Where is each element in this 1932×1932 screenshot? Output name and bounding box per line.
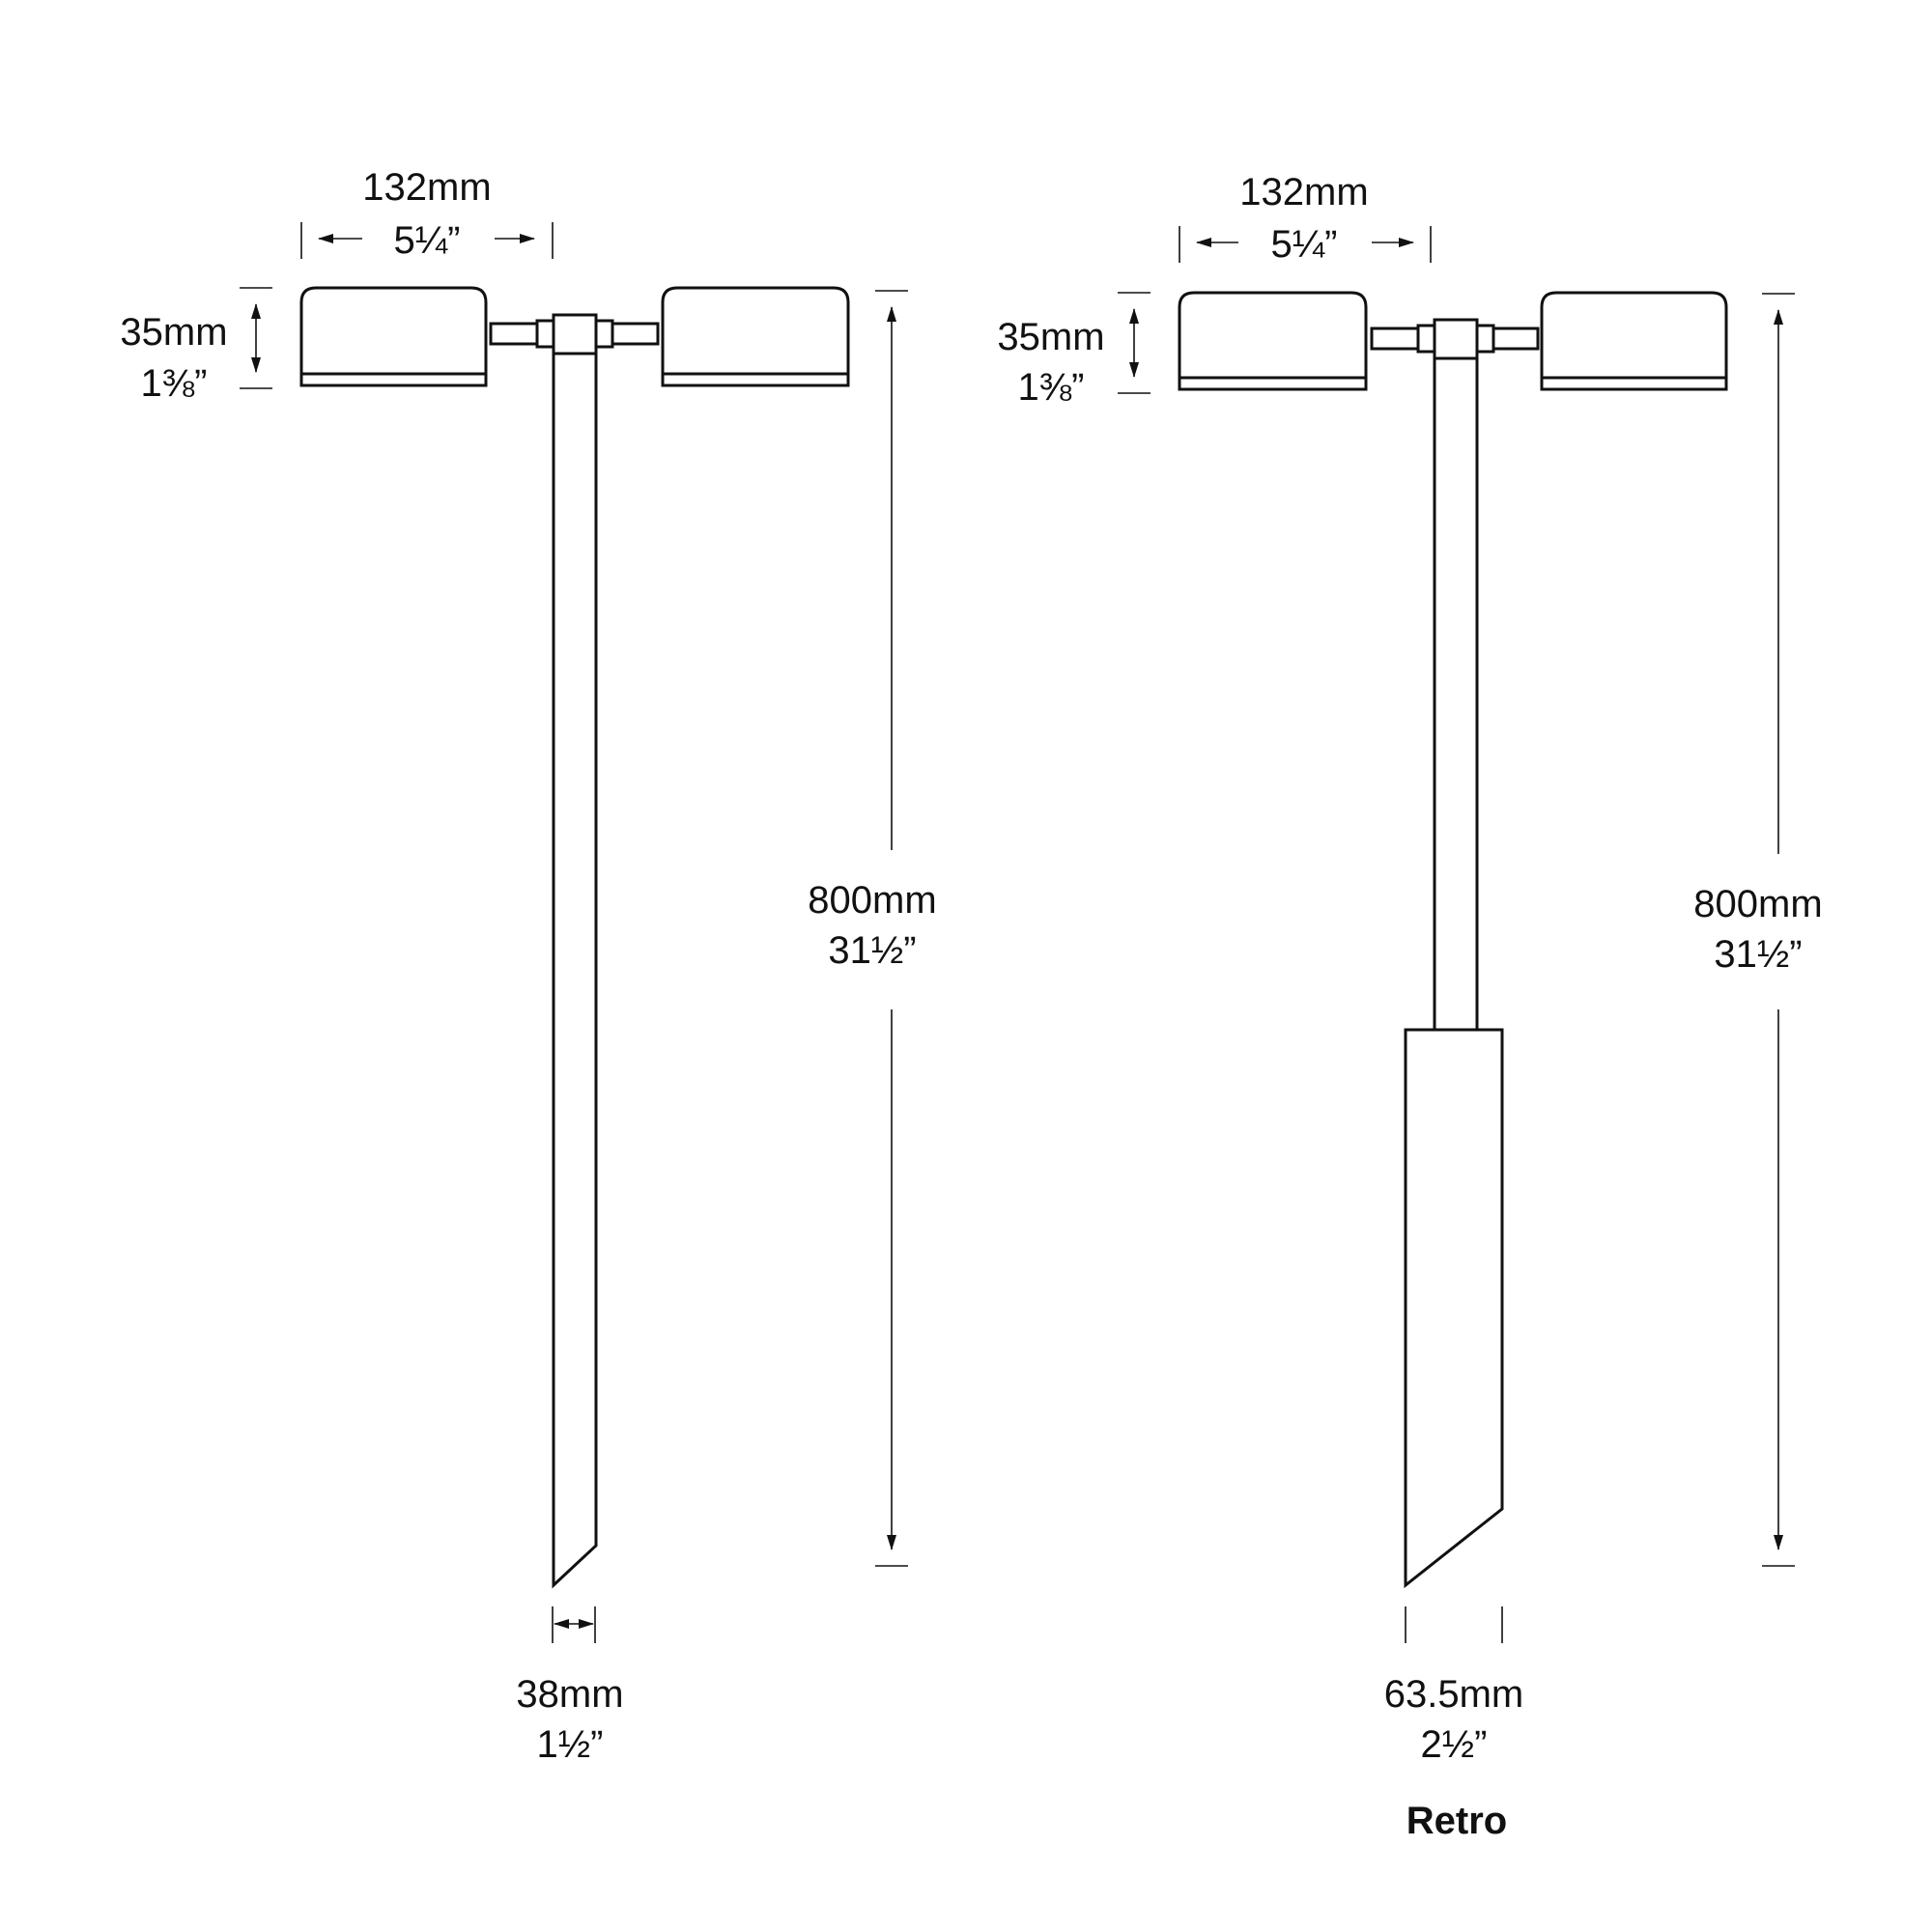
standard-overall-height-mm: 800mm xyxy=(808,879,936,922)
standard-stem-width-in: 1½” xyxy=(537,1723,604,1766)
standard-head-height-mm: 35mm xyxy=(120,311,227,354)
standard-overall-height-in: 31½” xyxy=(828,929,916,972)
standard-right-lamp-head xyxy=(661,286,850,387)
retro-stem-width-dimension: 63.5mm 2½” xyxy=(1384,1606,1524,1766)
standard-stem-width-mm: 38mm xyxy=(516,1673,623,1716)
retro-stem-width-in: 2½” xyxy=(1421,1723,1488,1766)
standard-head-height-dimension: 35mm 1⅜” xyxy=(120,287,272,405)
retro-fixture-view: 132mm 5¼” 35mm 1⅜” 800mm 31½” 63.5mm 2½” xyxy=(997,171,1822,1842)
standard-head-width-dimension: 132mm 5¼” xyxy=(300,166,554,262)
retro-hub xyxy=(1433,318,1479,360)
standard-hub xyxy=(552,313,598,355)
retro-caption: Retro xyxy=(1406,1800,1507,1842)
retro-right-lamp-head xyxy=(1540,291,1728,391)
retro-head-width-in: 5¼” xyxy=(1271,223,1338,266)
standard-head-width-in: 5¼” xyxy=(394,219,461,262)
retro-left-lamp-head xyxy=(1178,291,1368,391)
retro-sleeve xyxy=(1404,1028,1504,1589)
retro-connector-arms xyxy=(1370,324,1540,354)
standard-overall-height-dimension: 800mm 31½” xyxy=(808,290,937,1567)
retro-stem-width-mm: 63.5mm xyxy=(1384,1673,1524,1716)
standard-stem-width-dimension: 38mm 1½” xyxy=(516,1606,624,1766)
standard-head-height-in: 1⅜” xyxy=(141,362,208,405)
standard-fixture-view: 132mm 5¼” 35mm 1⅜” 800mm 31½” 38mm 1½” xyxy=(120,166,936,1766)
standard-head-width-mm: 132mm xyxy=(362,166,491,209)
retro-overall-height-dimension: 800mm 31½” xyxy=(1693,293,1823,1567)
retro-head-height-mm: 35mm xyxy=(997,316,1104,358)
standard-left-lamp-head xyxy=(299,286,488,387)
retro-overall-height-mm: 800mm xyxy=(1693,883,1822,925)
retro-head-height-dimension: 35mm 1⅜” xyxy=(997,292,1151,409)
retro-head-height-in: 1⅜” xyxy=(1018,366,1085,409)
retro-head-width-mm: 132mm xyxy=(1239,171,1368,213)
retro-overall-height-in: 31½” xyxy=(1714,933,1802,976)
retro-head-width-dimension: 132mm 5¼” xyxy=(1179,171,1432,266)
retro-upper-stem xyxy=(1433,356,1479,1032)
standard-stem xyxy=(552,352,598,1589)
